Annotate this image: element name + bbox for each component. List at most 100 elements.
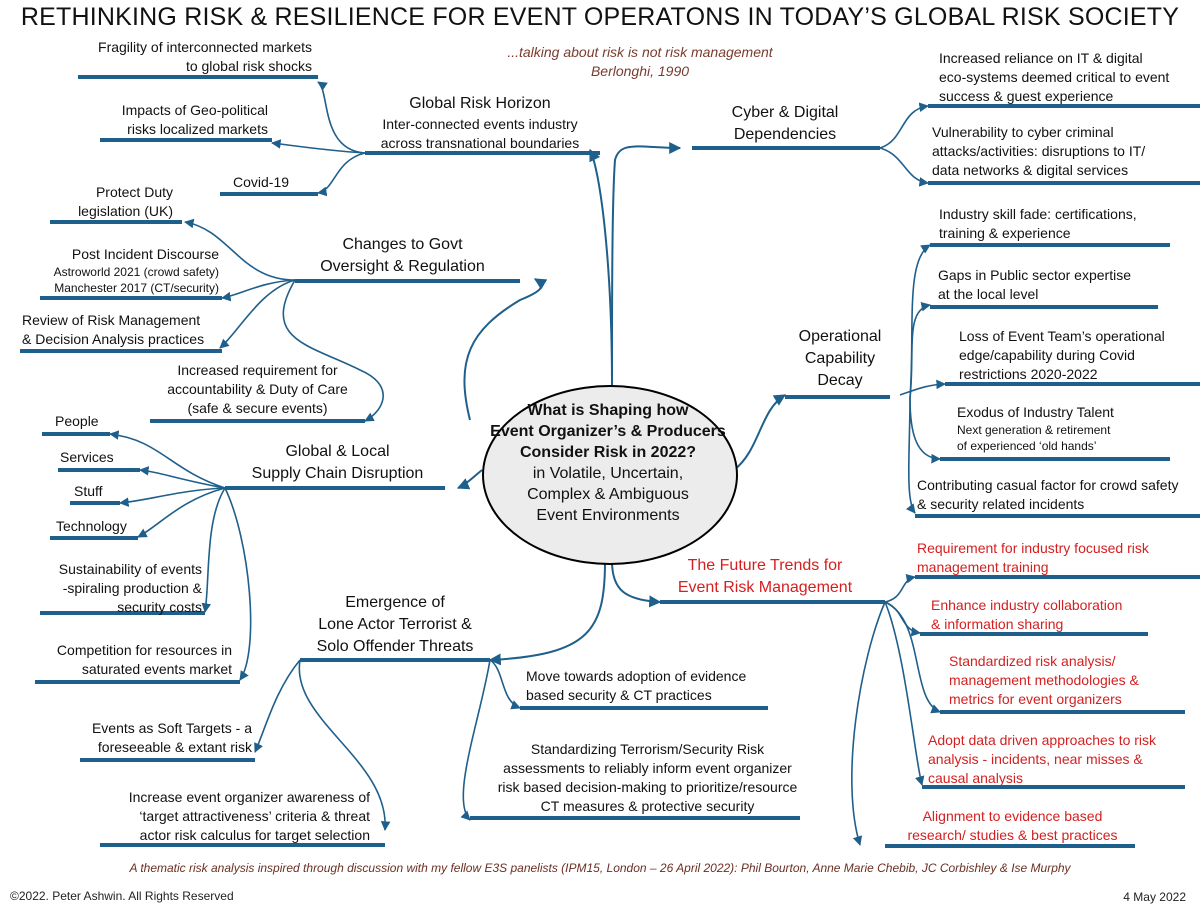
leaf-line: security costs bbox=[117, 599, 202, 615]
leaf-line: Alignment to evidence based bbox=[922, 808, 1103, 824]
quote: ...talking about risk is not risk manage… bbox=[440, 43, 840, 81]
hub-operational-capability: Operational Capability Decay bbox=[780, 326, 900, 392]
center-line: Consider Risk in 2022? bbox=[519, 444, 697, 461]
hub-title: Lone Actor Terrorist & bbox=[318, 616, 472, 633]
hub-title: Changes to Govt bbox=[342, 236, 463, 253]
leaf-soft-targets: Events as Soft Targets - a foreseeable &… bbox=[60, 719, 252, 757]
hub-title: Dependencies bbox=[733, 126, 837, 143]
hub-title: Cyber & Digital bbox=[731, 104, 839, 121]
leaf-gaps: Gaps in Public sector expertise at the l… bbox=[938, 266, 1178, 304]
leaf-accountability: Increased requirement for accountability… bbox=[155, 361, 360, 418]
leaf-line: foreseeable & extant risk bbox=[97, 739, 252, 755]
leaf-line: Impacts of Geo-political bbox=[121, 102, 268, 118]
leaf-line: metrics for event organizers bbox=[949, 691, 1122, 707]
leaf-review: Review of Risk Management & Decision Ana… bbox=[22, 311, 222, 349]
hub-title: Emergence of bbox=[345, 594, 445, 611]
hub-title: Global & Local bbox=[285, 443, 390, 460]
hub-supply-chain: Global & Local Supply Chain Disruption bbox=[230, 441, 445, 485]
leaf-line: Contributing casual factor for crowd saf… bbox=[917, 477, 1179, 493]
leaf-line: Review of Risk Management bbox=[22, 312, 201, 328]
leaf-line: to global risk shocks bbox=[185, 58, 312, 74]
hub-subtitle: across transnational boundaries bbox=[380, 135, 580, 151]
quote-text: ...talking about risk is not risk manage… bbox=[507, 44, 773, 60]
leaf-line: research/ studies & best practices bbox=[907, 827, 1118, 843]
leaf-line: Fragility of interconnected markets bbox=[98, 39, 312, 55]
leaf-line: Protect Duty bbox=[95, 184, 173, 200]
leaf-collaboration: Enhance industry collaboration & informa… bbox=[931, 596, 1151, 634]
leaf-line: eco-systems deemed critical to event bbox=[939, 69, 1170, 85]
leaf-line: Covid-19 bbox=[233, 174, 290, 190]
leaf-line: Manchester 2017 (CT/security) bbox=[54, 281, 219, 295]
leaf-line: & information sharing bbox=[931, 616, 1064, 632]
leaf-line: Gaps in Public sector expertise bbox=[938, 267, 1131, 283]
leaf-contributing: Contributing casual factor for crowd saf… bbox=[917, 476, 1200, 514]
date: 4 May 2022 bbox=[1123, 890, 1186, 904]
leaf-line: Technology bbox=[56, 518, 127, 534]
leaf-stuff: Stuff bbox=[74, 482, 103, 501]
leaf-line: restrictions 2020-2022 bbox=[959, 366, 1098, 382]
leaf-line: training & experience bbox=[939, 225, 1071, 241]
leaf-line: actor risk calculus for target selection bbox=[139, 827, 370, 843]
center-line: What is Shaping how bbox=[527, 402, 689, 419]
leaf-line: accountability & Duty of Care bbox=[167, 381, 348, 397]
hub-title: Solo Offender Threats bbox=[316, 638, 474, 655]
leaf-line: data networks & digital services bbox=[932, 162, 1129, 178]
hub-lone-actor: Emergence of Lone Actor Terrorist & Solo… bbox=[295, 592, 495, 658]
leaf-post-incident: Post Incident Discourse Astroworld 2021 … bbox=[18, 245, 219, 296]
hub-title: Supply Chain Disruption bbox=[251, 465, 424, 482]
leaf-loss-edge: Loss of Event Team’s operational edge/ca… bbox=[959, 327, 1194, 384]
leaf-alignment: Alignment to evidence based research/ st… bbox=[885, 807, 1140, 845]
leaf-line: & security related incidents bbox=[917, 496, 1085, 512]
leaf-it-reliance: Increased reliance on IT & digital eco-s… bbox=[939, 49, 1194, 106]
hub-global-risk-horizon: Global Risk Horizon Inter-connected even… bbox=[355, 93, 605, 153]
center-line: in Volatile, Uncertain, bbox=[532, 465, 684, 482]
quote-author: Berlonghi, 1990 bbox=[590, 63, 690, 79]
leaf-data-driven: Adopt data driven approaches to risk ana… bbox=[928, 731, 1193, 788]
leaf-line: management training bbox=[917, 559, 1049, 575]
page-title: RETHINKING RISK & RESILIENCE FOR EVENT O… bbox=[20, 3, 1180, 31]
leaf-line: Events as Soft Targets - a bbox=[91, 720, 252, 736]
leaf-line: & Decision Analysis practices bbox=[22, 331, 205, 347]
leaf-services: Services bbox=[60, 448, 114, 467]
leaf-protect-duty: Protect Duty legislation (UK) bbox=[40, 183, 173, 221]
leaf-line: based security & CT practices bbox=[526, 687, 712, 703]
hub-cyber-digital: Cyber & Digital Dependencies bbox=[690, 102, 880, 146]
center-question: What is Shaping how Event Organizer’s & … bbox=[482, 400, 734, 526]
leaf-line: attacks/activities: disruptions to IT/ bbox=[932, 143, 1146, 159]
hub-title: Capability bbox=[804, 350, 876, 367]
leaf-line: (safe & secure events) bbox=[187, 400, 328, 416]
leaf-line: Competition for resources in bbox=[56, 642, 232, 658]
leaf-line: Standardizing Terrorism/Security Risk bbox=[530, 741, 765, 757]
leaf-line: People bbox=[55, 413, 99, 429]
footer-note: A thematic risk analysis inspired throug… bbox=[129, 861, 1071, 875]
leaf-line: at the local level bbox=[938, 286, 1039, 302]
leaf-standardized: Standardized risk analysis/ management m… bbox=[949, 652, 1189, 709]
leaf-line: CT measures & protective security bbox=[540, 798, 755, 814]
hub-govt-oversight: Changes to Govt Oversight & Regulation bbox=[295, 234, 510, 278]
leaf-line: Increased requirement for bbox=[177, 362, 338, 378]
leaf-geopolitical: Impacts of Geo-political risks localized… bbox=[90, 101, 268, 139]
leaf-sustainability: Sustainability of events -spiraling prod… bbox=[30, 560, 202, 617]
leaf-line: Move towards adoption of evidence bbox=[526, 668, 747, 684]
leaf-line: -spiraling production & bbox=[62, 580, 202, 596]
leaf-line: Enhance industry collaboration bbox=[931, 597, 1123, 613]
leaf-training: Requirement for industry focused risk ma… bbox=[917, 539, 1200, 577]
leaf-fragility: Fragility of interconnected markets to g… bbox=[60, 38, 312, 76]
leaf-standardizing: Standardizing Terrorism/Security Risk as… bbox=[480, 740, 815, 816]
leaf-line: Increase event organizer awareness of bbox=[128, 789, 370, 805]
leaf-evidence-security: Move towards adoption of evidence based … bbox=[526, 667, 766, 705]
leaf-line: Stuff bbox=[74, 483, 103, 499]
leaf-line: Sustainability of events bbox=[58, 561, 202, 577]
leaf-vulnerability: Vulnerability to cyber criminal attacks/… bbox=[932, 123, 1192, 180]
leaf-line: assessments to reliably inform event org… bbox=[503, 760, 792, 776]
leaf-line: Standardized risk analysis/ bbox=[949, 653, 1116, 669]
leaf-line: Next generation & retirement bbox=[957, 423, 1111, 437]
leaf-line: analysis - incidents, near misses & bbox=[928, 751, 1143, 767]
leaf-line: saturated events market bbox=[81, 661, 232, 677]
leaf-competition: Competition for resources in saturated e… bbox=[30, 641, 232, 679]
leaf-line: Adopt data driven approaches to risk bbox=[928, 732, 1157, 748]
leaf-line: legislation (UK) bbox=[78, 203, 173, 219]
leaf-line: Vulnerability to cyber criminal bbox=[932, 124, 1114, 140]
